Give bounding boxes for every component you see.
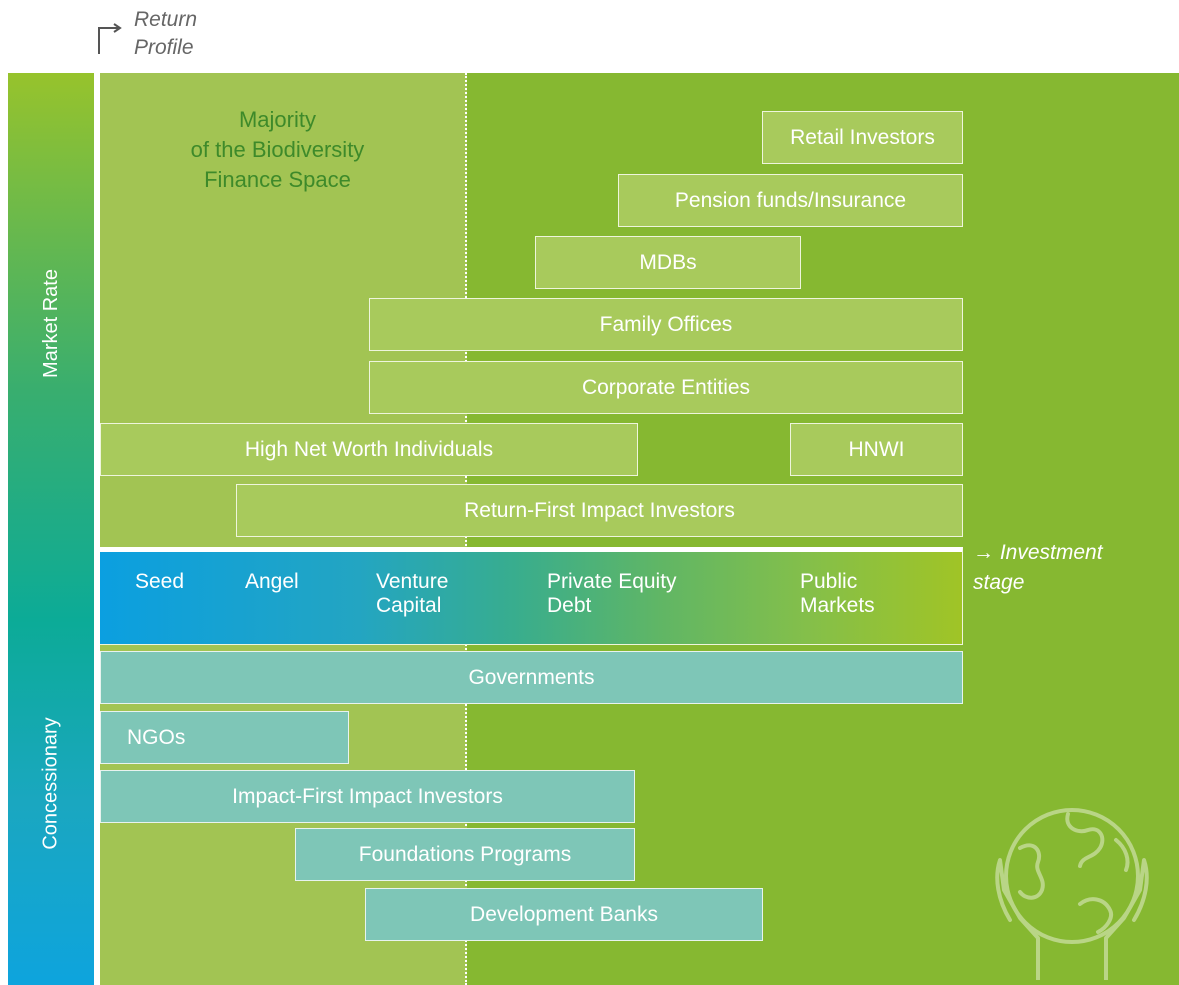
majority-biodiversity-label: Majority of the Biodiversity Finance Spa…: [190, 107, 365, 192]
bar-mdbs: MDBs: [535, 236, 801, 289]
globe-in-hands-icon: [995, 808, 1149, 980]
bar-pension-funds-insurance: Pension funds/Insurance: [618, 174, 963, 227]
bar-corporate-entities: Corporate Entities: [369, 361, 963, 414]
stage-venture-capital: Venture Capital: [376, 570, 449, 617]
concessionary-label: Concessionary: [39, 716, 62, 850]
return-profile-label: Return Profile: [134, 8, 198, 59]
bar-ngos: NGOs: [100, 711, 349, 764]
bar-development-banks: Development Banks: [365, 888, 763, 941]
investment-stage-band: [100, 547, 963, 645]
bar-hnwi: HNWI: [790, 423, 963, 476]
bar-high-net-worth-individuals: High Net Worth Individuals: [100, 423, 638, 476]
stage-seed: Seed: [135, 570, 185, 593]
market-rate-label: Market Rate: [39, 268, 62, 378]
return-axis-bar: Market Rate Concessionary: [8, 73, 94, 985]
stage-angel: Angel: [245, 570, 299, 593]
stage-private-equity-debt: Private Equity Debt: [547, 570, 677, 617]
return-profile-arrow-icon: [98, 23, 122, 54]
bar-impact-first-impact-investors: Impact-First Impact Investors: [100, 770, 635, 823]
investment-stage-label: → Investment stage: [973, 541, 1103, 594]
bar-family-offices: Family Offices: [369, 298, 963, 351]
bar-return-first-impact-investors: Return-First Impact Investors: [236, 484, 963, 537]
stage-public-markets: Public Markets: [800, 570, 875, 617]
bar-governments: Governments: [100, 651, 963, 704]
bar-foundations-programs: Foundations Programs: [295, 828, 635, 881]
bar-retail-investors: Retail Investors: [762, 111, 963, 164]
